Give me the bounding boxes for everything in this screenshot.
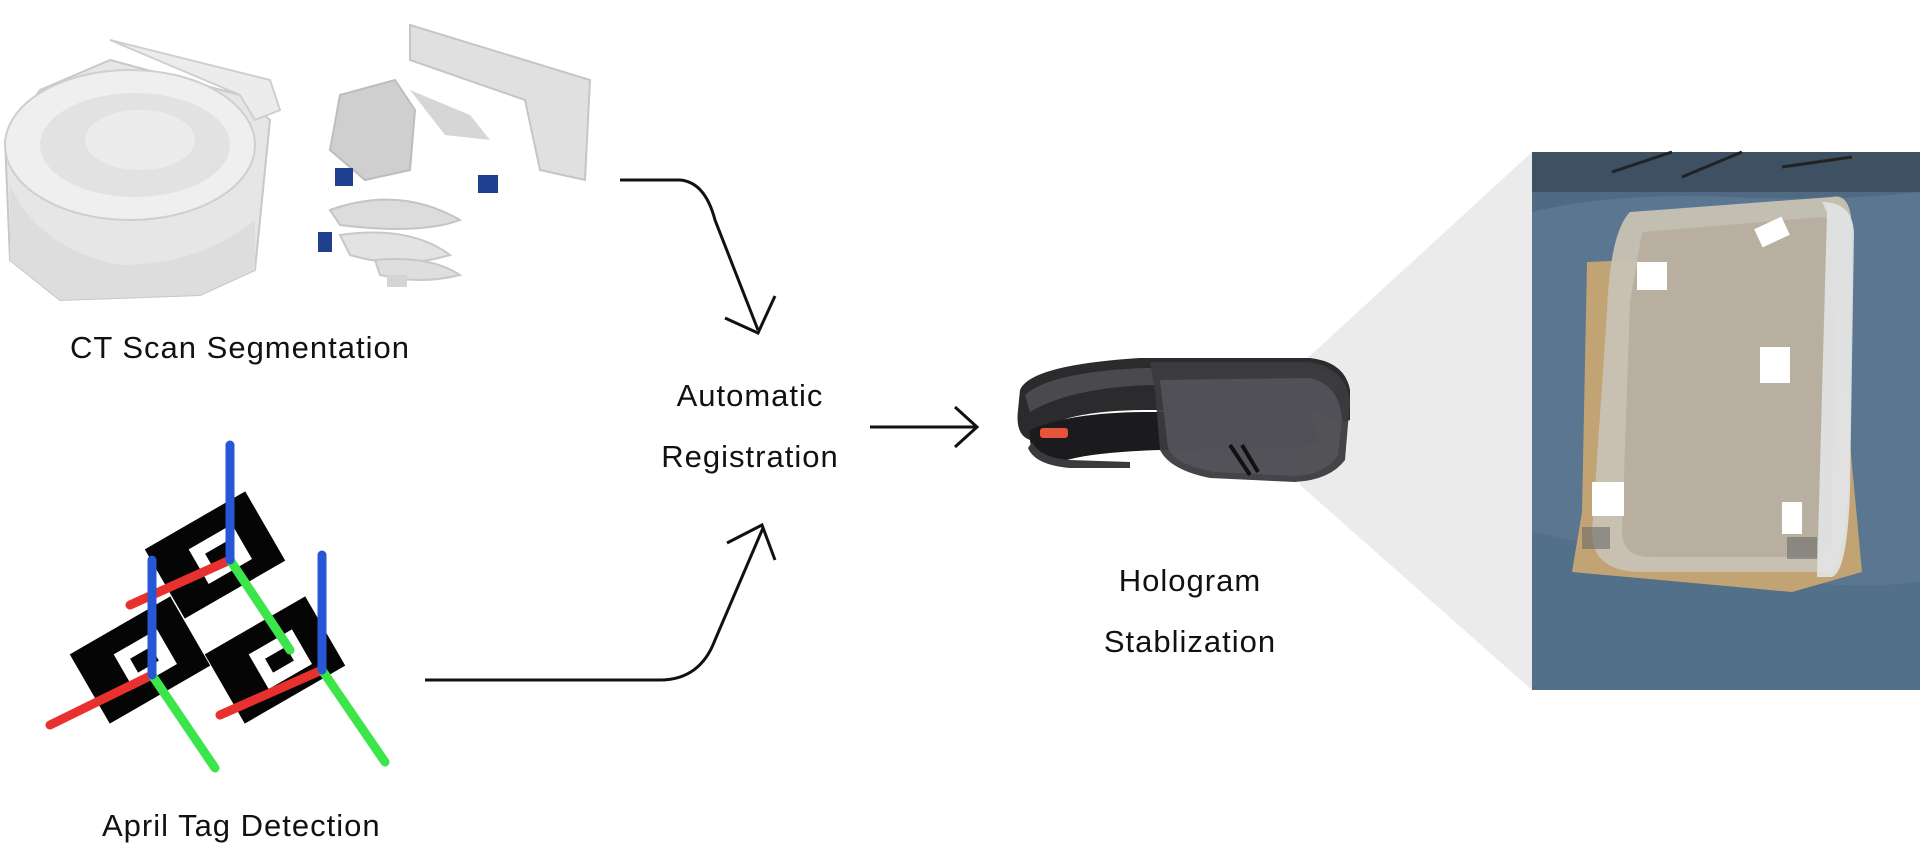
hologram-label: Hologram Stablization [1085,550,1295,672]
april-tags-image [45,440,390,773]
hologram-overlay-photo [1532,150,1920,690]
ct-organs-volume [318,23,592,287]
april-tag-label: April Tag Detection [102,808,381,843]
auto-registration-line2: Registration [661,439,839,474]
ct-fiducial-marker [335,168,353,186]
ct-fiducial-marker [318,232,332,252]
auto-registration-label: Automatic Registration [640,365,860,487]
hololens-headset-image [1017,358,1350,482]
auto-registration-line1: Automatic [676,378,824,413]
hologram-line2: Stablization [1103,624,1277,659]
pose-axes [125,440,295,655]
ct-scan-render-image [3,23,592,302]
pose-axes [45,555,220,773]
pose-axes [215,550,390,767]
ct-scan-label: CT Scan Segmentation [70,330,410,365]
ct-torso-volume [3,39,282,302]
april-tag [204,596,346,724]
ct-fiducial-marker [478,175,498,193]
hologram-line1: Hologram [1118,563,1262,598]
